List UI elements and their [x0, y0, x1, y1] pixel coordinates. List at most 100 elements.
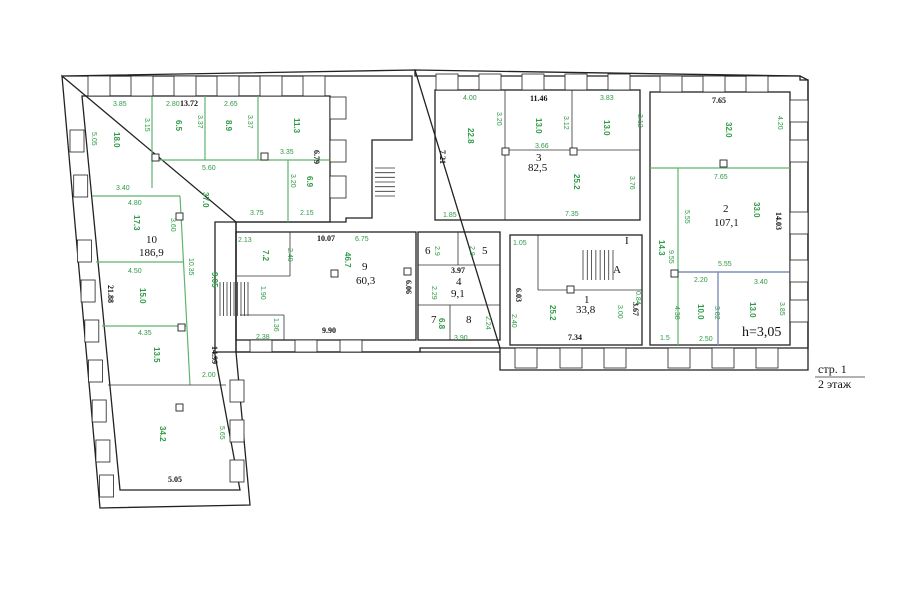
dimension-label: 34.2	[158, 426, 167, 442]
dimension-label: 33.0	[752, 202, 761, 218]
window	[216, 75, 240, 97]
window	[702, 75, 726, 93]
dimension-label: 14.03	[774, 212, 783, 230]
dimension-label: 2.15	[300, 210, 314, 217]
dimension-label: 4.20	[776, 116, 783, 130]
dimension-label: 10	[146, 234, 158, 246]
dimension-label: 5.05	[168, 475, 182, 484]
partitions	[92, 90, 790, 386]
dimension-label: 32.0	[724, 122, 733, 138]
dimension-label: 10.0	[696, 304, 705, 320]
dimension-label: 6.9	[305, 176, 314, 188]
dimension-label: 1.36	[272, 318, 279, 332]
dimension-label: 13.0	[748, 302, 757, 318]
floor-label: 2 этаж	[818, 377, 852, 391]
dimension-label: 8	[466, 314, 472, 326]
dimension-label: 9.90	[322, 326, 336, 335]
dimension-label: 3	[536, 152, 542, 164]
window	[229, 419, 245, 443]
window	[88, 359, 103, 383]
dimension-label: h=3,05	[742, 325, 781, 340]
window	[99, 474, 114, 498]
window	[755, 347, 779, 369]
window	[603, 347, 627, 369]
dimension-label: 9,1	[451, 288, 465, 300]
dimension-label: 186,9	[139, 247, 164, 259]
dimension-label: 3.12	[636, 114, 643, 128]
dimension-label: 17.3	[132, 215, 141, 231]
dimension-label: 3.12	[562, 116, 569, 130]
dimension-label: 7.65	[712, 96, 726, 105]
dimension-label: 10.35	[187, 258, 194, 276]
dimension-label: 25.2	[572, 174, 581, 190]
dimension-label: 4.00	[463, 95, 477, 102]
dimension-label: 3.90	[454, 335, 468, 342]
dimension-label: 3.35	[280, 149, 294, 156]
dimension-label: 1	[584, 294, 590, 306]
window	[229, 379, 245, 403]
dimension-label: 3.20	[289, 174, 296, 188]
columns	[151, 147, 728, 412]
dimension-label: A	[613, 264, 621, 276]
dimension-label: 2.9	[433, 246, 440, 256]
dimension-label: 1.5	[660, 335, 670, 342]
dimension-label: 46.7	[343, 252, 352, 268]
window	[73, 174, 89, 198]
dimension-label: 6.79	[312, 150, 321, 164]
dimension-label: 6.5	[174, 120, 183, 132]
dimension-label: 82,5	[528, 162, 548, 174]
dimension-label: 7	[431, 314, 437, 326]
dimension-label: 5.55	[718, 261, 732, 268]
window	[77, 239, 92, 263]
window	[91, 399, 107, 423]
dimension-label: 13.0	[602, 120, 611, 136]
window	[173, 75, 197, 97]
window	[329, 175, 347, 199]
dimension-label: 3.20	[495, 112, 502, 126]
dimension-label: 13.0	[534, 118, 543, 134]
dimension-label: 5	[482, 245, 488, 257]
dimension-label: 7.34	[568, 333, 582, 342]
dimension-label: 2.40	[510, 314, 517, 328]
window	[667, 347, 691, 369]
dimension-label: 2.24	[484, 316, 491, 330]
window	[95, 439, 111, 463]
window	[789, 299, 809, 323]
window	[87, 75, 111, 97]
dimension-label: 4.80	[128, 200, 142, 207]
dimension-label: 4.50	[128, 268, 142, 275]
dimension-label: 6.06	[404, 280, 413, 294]
dimension-label: 1.90	[259, 286, 266, 300]
dimension-label: 3.40	[754, 279, 768, 286]
window	[789, 139, 809, 163]
window	[130, 75, 154, 97]
dimension-label: 3.76	[628, 176, 635, 190]
dimension-label: 6.75	[355, 236, 369, 243]
dimension-label: 3.83	[600, 95, 614, 102]
dimension-label: 11.3	[292, 118, 301, 134]
dimension-label: 7.65	[714, 174, 728, 181]
dimension-label: 3.85	[113, 101, 127, 108]
dimension-label: 25.2	[548, 305, 557, 321]
dimension-label: 10.07	[317, 234, 335, 243]
dimension-label: 107,1	[714, 217, 739, 229]
dimension-label: 1.85	[443, 212, 457, 219]
window	[559, 347, 583, 369]
dimension-label: 2.9	[468, 246, 475, 256]
dimension-label: 5.65	[218, 426, 225, 440]
dimension-label: 33,8	[576, 304, 596, 316]
dimension-label: 6.8	[437, 318, 446, 330]
dimension-label: 3.85	[778, 302, 785, 316]
window	[789, 99, 809, 123]
dimension-label: 7.21	[438, 150, 447, 164]
dimension-label: 2.50	[699, 336, 713, 343]
window	[564, 73, 588, 91]
window	[249, 339, 273, 353]
dimension-label: 3.37	[196, 115, 203, 129]
window	[659, 75, 683, 93]
dimension-label: 5.55	[683, 210, 690, 224]
window	[329, 139, 347, 163]
window	[84, 319, 100, 343]
dimension-label: 3.40	[116, 185, 130, 192]
